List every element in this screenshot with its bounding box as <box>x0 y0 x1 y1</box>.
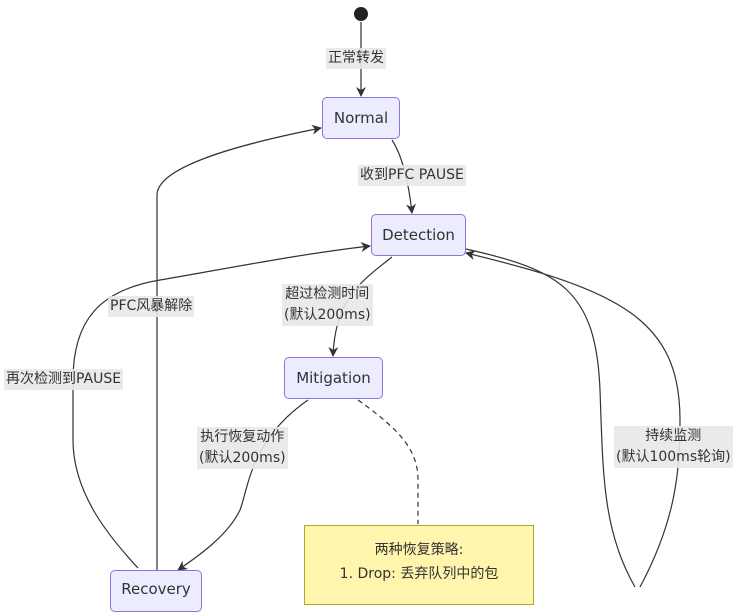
recovery-strategy-note: 两种恢复策略: 1. Drop: 丢弃队列中的包 <box>304 525 534 605</box>
start-state-dot <box>354 7 368 21</box>
state-normal[interactable]: Normal <box>322 97 400 139</box>
note-line1: 1. Drop: 丢弃队列中的包 <box>339 566 499 582</box>
label-detection-to-mitigation-line1: 超过检测时间 <box>285 286 370 302</box>
edge-recovery-to-normal <box>156 124 322 587</box>
state-recovery[interactable]: Recovery <box>110 570 202 612</box>
edge-loop-detection <box>465 248 636 587</box>
label-mitigation-to-recovery-line2: (默认200ms) <box>199 450 286 466</box>
label-mitigation-to-recovery: 执行恢复动作 (默认200ms) <box>197 427 288 469</box>
label-loop-detection-line2: (默认100ms轮询) <box>616 449 731 465</box>
edge-mitigation-to-recovery <box>177 399 309 571</box>
label-loop-detection-line1: 持续监测 <box>645 428 702 444</box>
label-detection-to-mitigation-line2: (默认200ms) <box>284 307 371 323</box>
note-link <box>357 399 419 524</box>
label-detection-to-mitigation: 超过检测时间 (默认200ms) <box>282 284 373 326</box>
state-mitigation[interactable]: Mitigation <box>284 357 383 399</box>
state-detection[interactable]: Detection <box>371 214 466 256</box>
label-normal-to-detection: 收到PFC PAUSE <box>358 165 466 186</box>
note-title: 两种恢复策略: <box>374 542 464 558</box>
state-diagram-edges <box>72 22 681 587</box>
label-recovery-to-normal: PFC风暴解除 <box>108 296 195 317</box>
label-loop-detection: 持续监测 (默认100ms轮询) <box>614 426 733 468</box>
label-recovery-to-detection: 再次检测到PAUSE <box>4 369 124 390</box>
label-start-to-normal: 正常转发 <box>326 48 386 69</box>
edge-loop-detection-return <box>465 250 681 587</box>
edge-recovery-to-detection <box>72 242 371 569</box>
label-mitigation-to-recovery-line1: 执行恢复动作 <box>200 429 285 445</box>
